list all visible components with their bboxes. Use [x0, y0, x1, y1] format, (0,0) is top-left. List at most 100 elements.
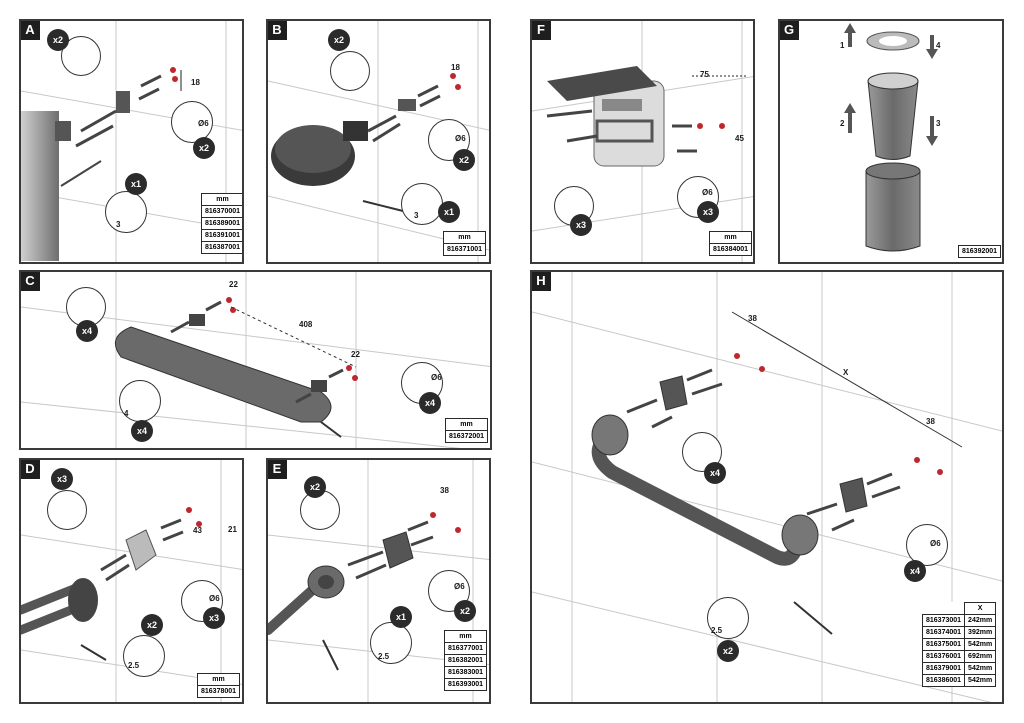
hex-key-size: 2.5: [378, 652, 390, 661]
spacing-dimension: 18: [191, 78, 200, 87]
screw-qty-badge: x2: [328, 29, 350, 51]
screwdriver-callout: [330, 51, 370, 91]
product-code: 816386001: [921, 674, 966, 687]
table-header: mm: [708, 231, 753, 244]
hex-key-qty-badge: x1: [125, 173, 147, 195]
table-header: X: [964, 602, 997, 615]
hex-key-callout: [707, 597, 749, 639]
product-code: 816373001: [921, 614, 966, 627]
toilet-roll-holder-illustration: [532, 21, 753, 262]
bar-length: 542mm: [964, 662, 997, 675]
product-code-table: mm 816370001 816389001 816391001 8163870…: [200, 193, 242, 254]
hex-key-qty-badge: x1: [438, 201, 460, 223]
product-code: 816382001: [443, 654, 488, 667]
right-bracket: [311, 380, 327, 392]
panel-letter: A: [21, 21, 40, 40]
panel-letter: E: [268, 460, 287, 479]
hex-key-qty-badge: x2: [717, 640, 739, 662]
drill-qty-badge: x2: [193, 137, 215, 159]
product-code: 816384001: [708, 243, 753, 256]
product-code-table: mm 816378001: [196, 673, 241, 698]
drill-qty-badge: x4: [419, 392, 441, 414]
screw-qty-badge: x3: [51, 468, 73, 490]
hex-key-size: 3: [116, 220, 121, 229]
hex-key-callout: [123, 635, 165, 677]
hex-key-qty-badge: x2: [141, 614, 163, 636]
product-code: 816372001: [444, 430, 489, 443]
hex-key-qty-badge: x1: [390, 606, 412, 628]
panel-letter: G: [780, 21, 799, 40]
panel-f: F 75 45 x3 Ø6 x3 mm 816384001: [530, 19, 755, 264]
glass-shelf: [114, 326, 332, 423]
wall-bracket: [382, 531, 414, 569]
bar-length: 692mm: [964, 650, 997, 663]
product-code: 816383001: [443, 666, 488, 679]
product-code: 816392001: [957, 245, 1002, 258]
vertical-dimension: 21: [228, 525, 237, 534]
drill-callout: [171, 101, 213, 143]
left-spacing-dimension: 38: [748, 314, 757, 323]
product-code: 816389001: [200, 217, 242, 230]
left-bracket: [189, 314, 205, 326]
step-number: 1: [840, 41, 845, 50]
right-spacing-dimension: 22: [351, 350, 360, 359]
table-header: mm: [442, 231, 487, 244]
product-code: 816393001: [443, 678, 488, 691]
hex-key-callout: [105, 191, 147, 233]
drill-callout: [906, 524, 948, 566]
hex-key-size: 3: [414, 211, 419, 220]
left-rosette: [591, 414, 629, 456]
screw-qty-badge: x3: [570, 214, 592, 236]
horizontal-dimension: 75: [700, 70, 709, 79]
right-spacing-dimension: 38: [926, 417, 935, 426]
step-number: 2: [840, 119, 845, 128]
panel-b: B x2 18 Ø6 x2 x1 3 mm 816371001: [266, 19, 491, 264]
right-bracket: [839, 477, 868, 513]
bar-length: 542mm: [964, 674, 997, 687]
spacing-dimension: 38: [440, 486, 449, 495]
panel-c: C 22 22 408 x4 4 x4 Ø6 x4 mm 816372001: [19, 270, 492, 450]
left-bracket: [659, 375, 688, 411]
hex-key-size: 2.5: [711, 626, 723, 635]
table-header: mm: [200, 193, 242, 206]
table-header: mm: [443, 630, 488, 643]
screw-qty-badge: x2: [47, 29, 69, 51]
right-rosette: [781, 514, 819, 556]
hex-key-size: 2.5: [128, 661, 140, 670]
hex-key-callout: [370, 622, 412, 664]
cup-replacement-illustration: [844, 23, 938, 252]
drill-size: Ø6: [930, 539, 941, 548]
panel-g: G 1 2 3 4 816392001: [778, 19, 1004, 264]
spacing-dimension: 18: [451, 63, 460, 72]
shelf-top: [547, 66, 657, 101]
shelf-length: 408: [299, 320, 313, 329]
product-code: 816371001: [442, 243, 487, 256]
product-code-table: 816392001: [957, 245, 1002, 258]
product-code: 816378001: [196, 685, 241, 698]
bar-span-dimension: X: [843, 368, 849, 377]
product-code: 816370001: [200, 205, 242, 218]
product-code: 816391001: [200, 229, 242, 242]
panel-letter: H: [532, 272, 551, 291]
panel-d: D x3 43 21 Ø6 x3 x2 2.5 mm 816378001: [19, 458, 244, 704]
panel-letter: C: [21, 272, 40, 291]
panel-letter: D: [21, 460, 40, 479]
product-code: 816377001: [443, 642, 488, 655]
drill-qty-badge: x4: [904, 560, 926, 582]
soap-dish-illustration: [268, 21, 489, 262]
wall-bracket: [398, 99, 416, 111]
product-code: 816375001: [921, 638, 966, 651]
horizontal-dimension: 43: [193, 526, 202, 535]
wall-bracket: [125, 529, 157, 571]
left-spacing-dimension: 22: [229, 280, 238, 289]
bar-length: 542mm: [964, 638, 997, 651]
panel-e: E x2 38 Ø6 x2 x1 2.5 mm 816377001 816382…: [266, 458, 491, 704]
rail-end-cap: [68, 578, 98, 622]
step-number: 4: [936, 41, 941, 50]
product-code-table: mm 816377001 816382001 816383001 8163930…: [443, 630, 488, 691]
product-code-table: mm 816371001: [442, 231, 487, 256]
drill-size: Ø6: [455, 134, 466, 143]
panel-letter: B: [268, 21, 287, 40]
